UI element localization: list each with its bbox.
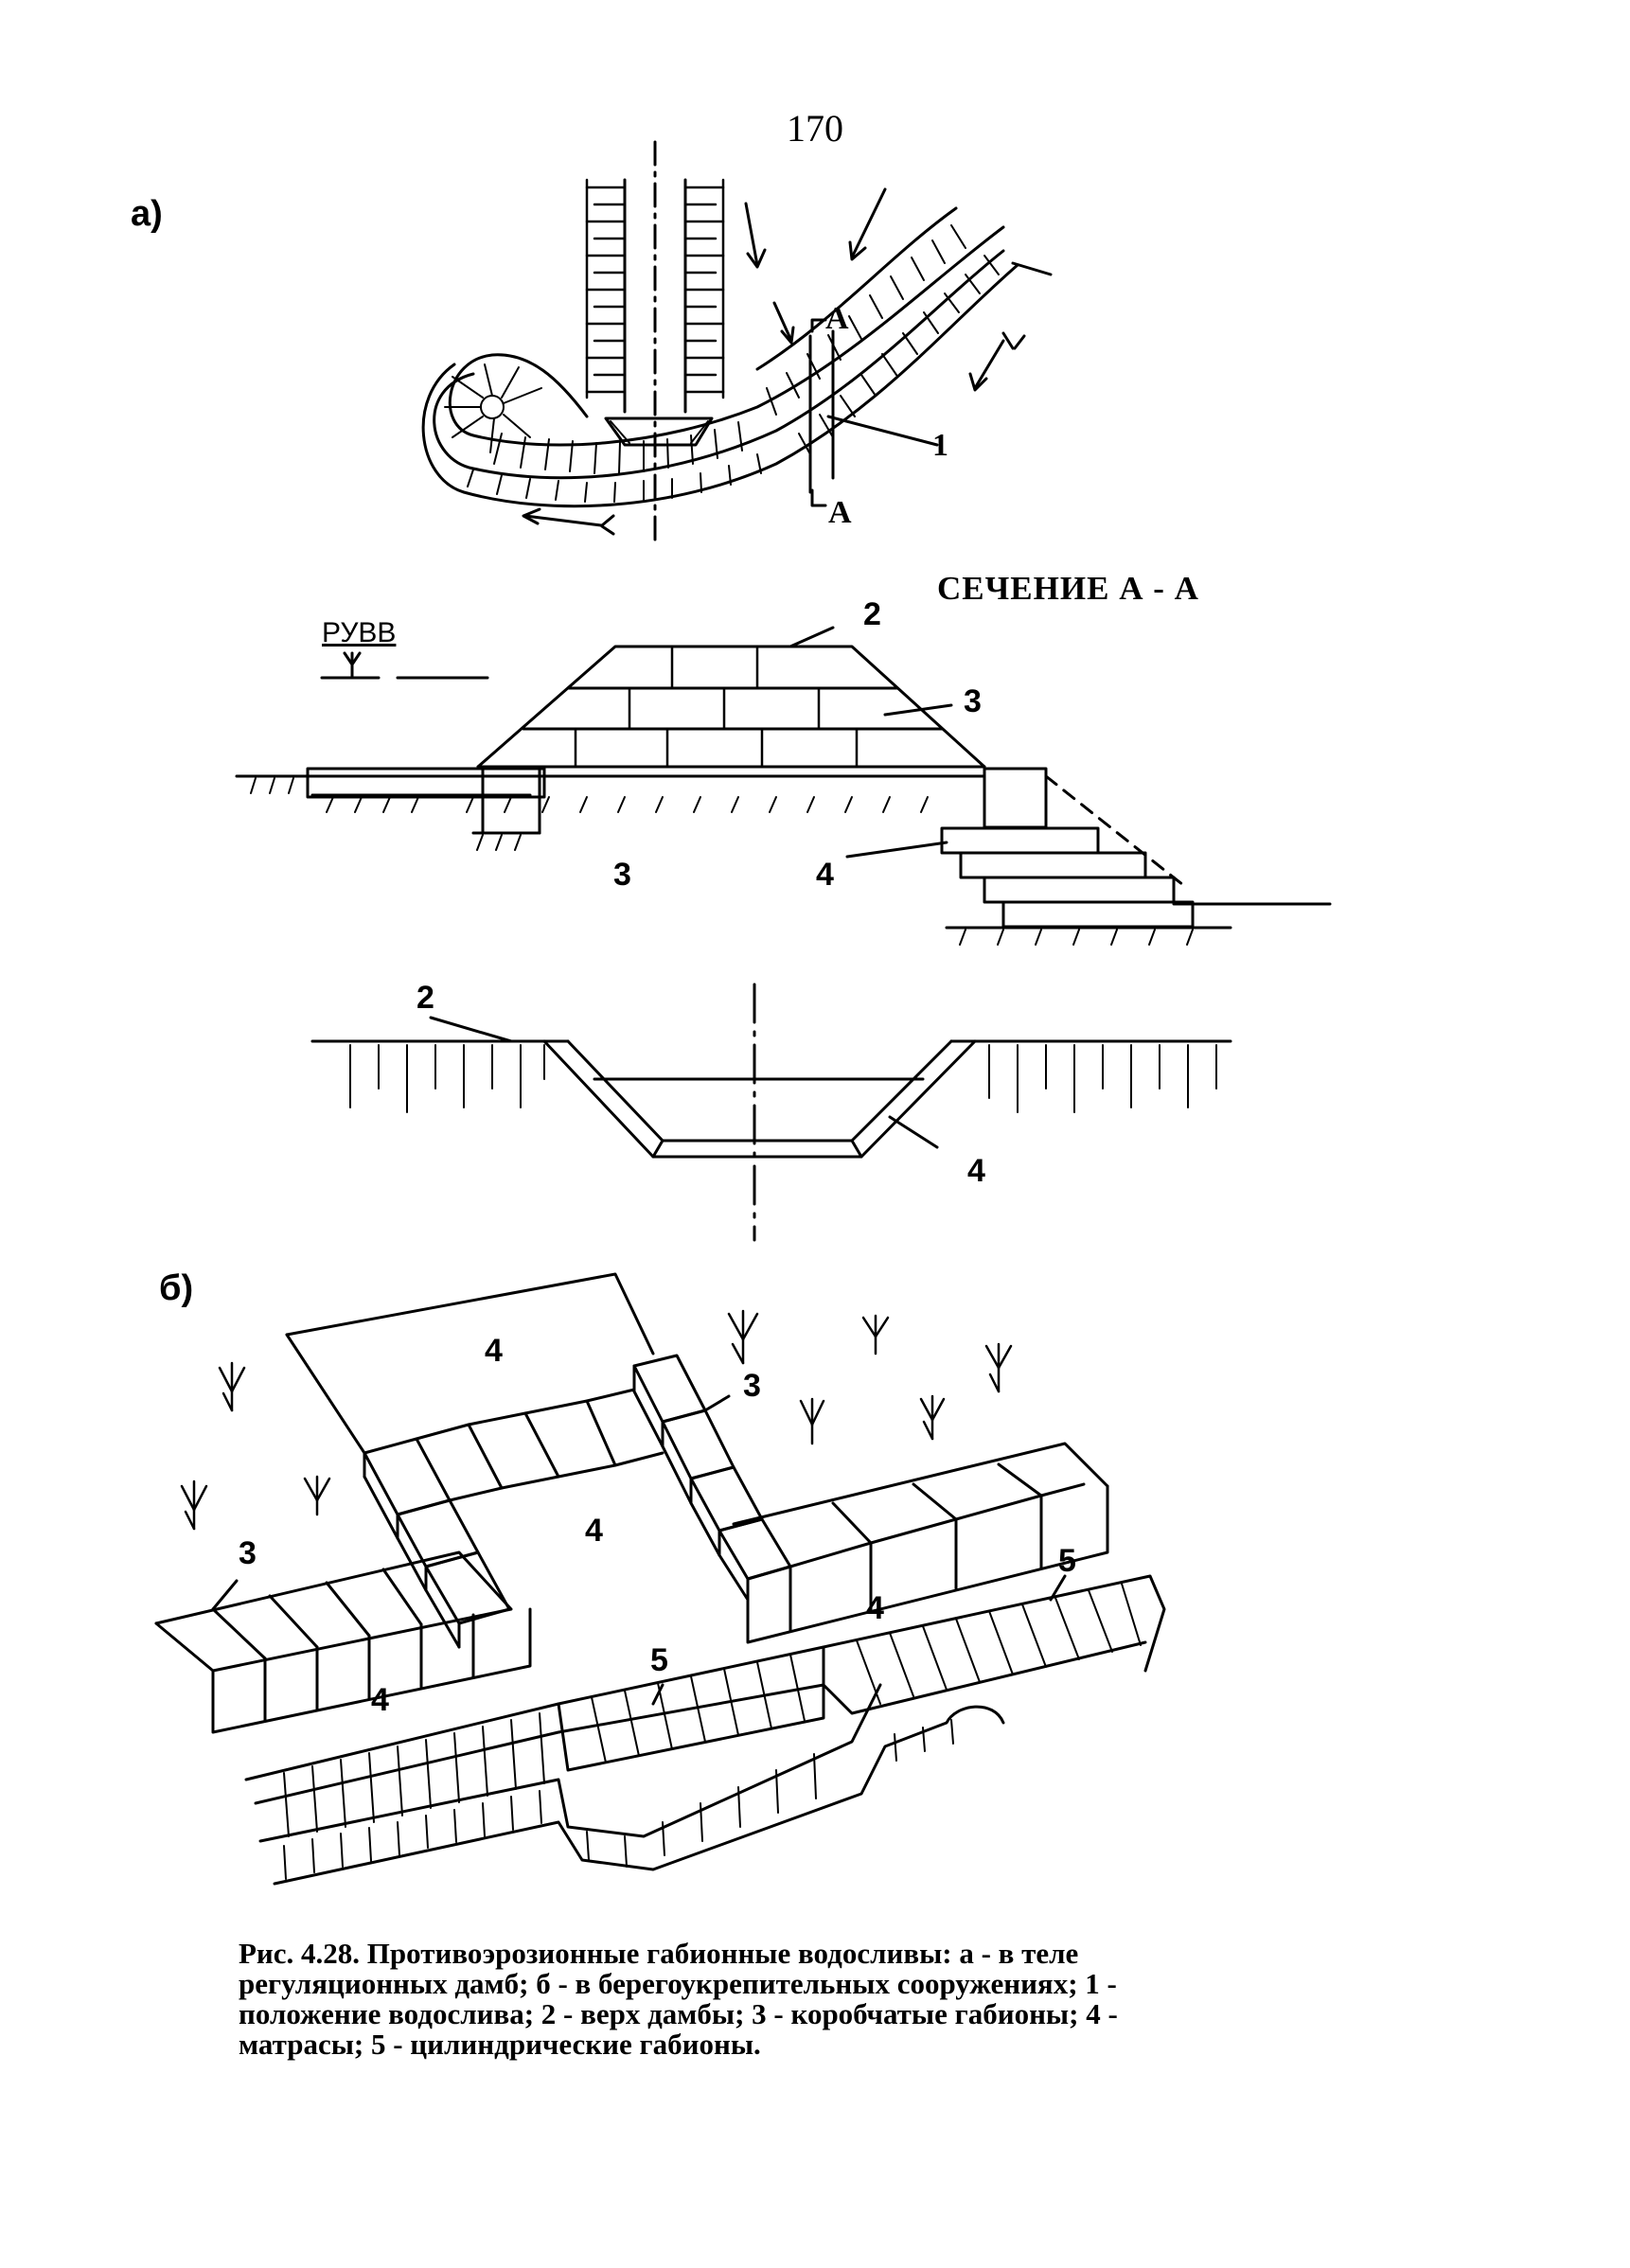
gabion-row-lower-left <box>154 1550 532 1734</box>
cylindrical-gabions <box>244 1574 1166 1886</box>
page-number: 170 <box>787 107 843 150</box>
section-label-3-bottom: 3 <box>613 857 631 893</box>
base-gabion-left <box>481 767 541 835</box>
iso-label-4-center: 4 <box>585 1513 603 1549</box>
caption-line-2: регуляционных дамб; б - в берегоукрепите… <box>239 1967 1117 2000</box>
iso-label-4-left: 4 <box>371 1682 389 1718</box>
section-title: СЕЧЕНИЕ А - А <box>937 570 1199 607</box>
trench-label-4: 4 <box>967 1153 985 1189</box>
shrub-icon <box>919 1394 946 1441</box>
spillway-outline <box>604 416 714 447</box>
iso-label-3-right: 3 <box>743 1368 761 1404</box>
section-mark-bottom-bracket <box>810 488 827 507</box>
dam-end <box>1011 261 1053 276</box>
leader-1 <box>826 415 939 447</box>
leader-section-3 <box>883 703 953 717</box>
caption-line-1: Рис. 4.28. Противоэрозионные габионные в… <box>239 1937 1079 1970</box>
gabion-row-upper <box>415 1388 664 1502</box>
shrub-icons <box>180 1309 1013 1531</box>
iso-label-5-center: 5 <box>650 1642 668 1678</box>
flow-arrows <box>522 187 1026 536</box>
channel-hatch-left <box>585 178 627 399</box>
leader-section-2 <box>788 626 835 648</box>
mattress-upper-outline <box>285 1272 655 1355</box>
dam-hatching <box>467 224 1000 503</box>
trench-inner <box>566 1039 953 1143</box>
leader-iso-3-right <box>703 1394 731 1412</box>
panel-label-a: а) <box>131 194 163 234</box>
gabion-stack-left <box>363 1437 511 1649</box>
dam-bank-upper <box>755 206 958 371</box>
leader-iso-3-left <box>211 1579 239 1611</box>
plan-label-section-top: А <box>825 301 849 336</box>
shrub-icon <box>984 1342 1013 1393</box>
caption-line-3: положение водослива; 2 - верх дамбы; 3 -… <box>239 1997 1118 2030</box>
gabion-stack-right <box>632 1354 792 1602</box>
dam-head-radial <box>444 363 542 453</box>
leader-trench-4 <box>888 1115 939 1149</box>
ground-hatch <box>250 777 929 851</box>
iso-label-4-right: 4 <box>866 1590 884 1626</box>
shrub-icon <box>303 1475 331 1516</box>
section-label-2: 2 <box>863 596 881 632</box>
plan-view <box>421 140 1053 549</box>
base-mattress-left <box>306 767 546 799</box>
base-gabion-right <box>983 767 1048 829</box>
gabion-row-lower-right <box>732 1442 1109 1644</box>
plan-label-section-bottom: А <box>828 495 852 530</box>
section-mark-top-bracket <box>810 318 827 333</box>
channel-hatch-right <box>683 178 725 399</box>
dam-outer-edge <box>421 263 1019 508</box>
shrub-icon <box>727 1309 759 1365</box>
panel-label-b: б) <box>159 1268 194 1308</box>
leader-iso-5-right <box>1049 1574 1067 1602</box>
iso-label-3-left: 3 <box>239 1535 257 1571</box>
iso-label-4-top: 4 <box>485 1333 503 1369</box>
slope-dashed <box>1044 774 1185 887</box>
leader-iso-5-center <box>651 1683 664 1706</box>
stepped-mattresses <box>940 826 1332 930</box>
section-label-3-top: 3 <box>964 683 982 719</box>
shrub-icon <box>218 1361 246 1412</box>
step-ground-hatch <box>959 929 1194 946</box>
shrub-icon <box>180 1480 208 1531</box>
trench-section <box>310 983 1232 1242</box>
dam-inner-edge <box>448 225 1005 447</box>
trench-outer <box>542 1039 977 1159</box>
water-level-label: РУВВ <box>322 617 397 648</box>
dam-middle-edge <box>433 249 1005 480</box>
isometric-view <box>154 1272 1166 1886</box>
embankment-outline <box>476 645 986 769</box>
gabion-joints <box>574 645 859 769</box>
trench-ground-hatch <box>349 1044 1217 1113</box>
leader-trench-2 <box>429 1016 513 1043</box>
section-label-4: 4 <box>816 857 834 893</box>
iso-label-5-right: 5 <box>1058 1543 1076 1579</box>
shrub-icon <box>799 1397 825 1445</box>
figure-caption: Рис. 4.28. Противоэрозионные габионные в… <box>239 1939 1355 2060</box>
shrub-icon <box>861 1314 890 1355</box>
section-a-a <box>235 626 1332 946</box>
plan-label-1: 1 <box>932 428 948 463</box>
caption-line-4: матрасы; 5 - цилиндрические габионы. <box>239 2028 761 2061</box>
leader-section-4 <box>845 841 948 859</box>
trench-label-2: 2 <box>416 980 434 1016</box>
